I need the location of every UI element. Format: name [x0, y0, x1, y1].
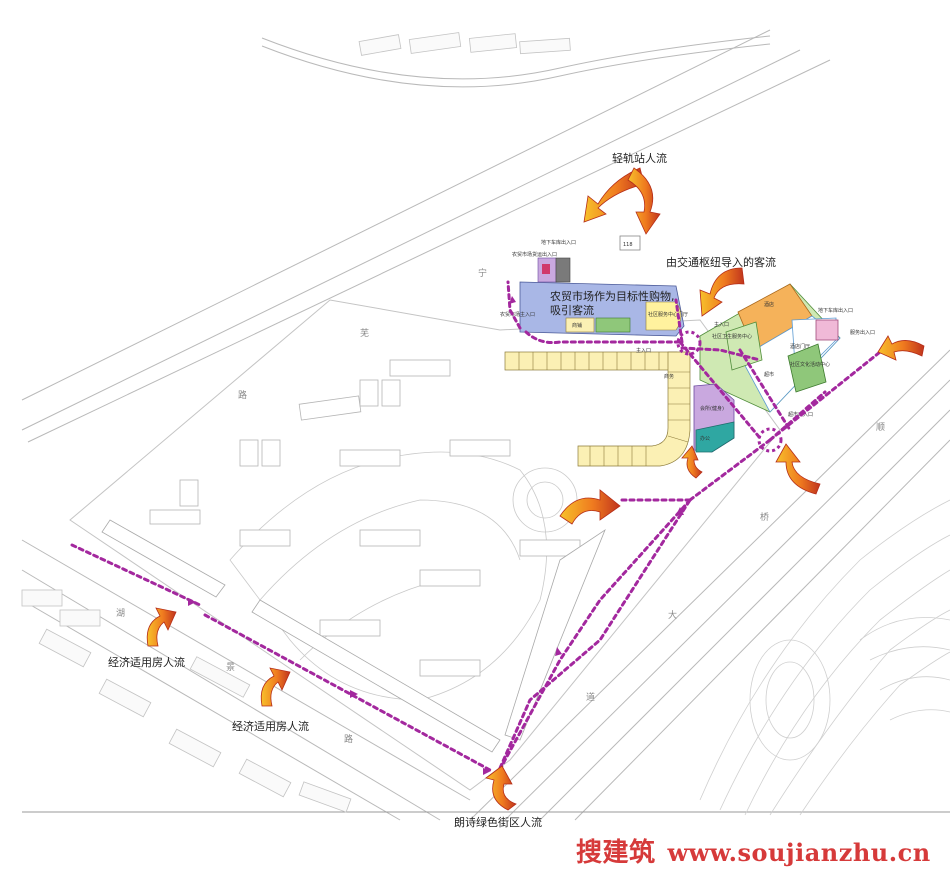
flow-paths [70, 280, 882, 772]
building-labels: 地下车库出入口 农贸市场货运出入口 农贸市场主入口 社区服务中心门厅 商铺 主入… [500, 239, 875, 442]
shop-strip-curve-dividers [589, 371, 690, 466]
shop-strip-curve [577, 351, 691, 467]
road-west-char-3: 路 [344, 733, 353, 745]
context-roads [21, 29, 950, 821]
label-restaurant: 酒店门厅 [790, 343, 810, 350]
label-community-service: 社区服务中心门厅 [648, 311, 688, 318]
residential-blocks [149, 359, 581, 677]
watermark-url: www.soujianzhu.cn [667, 838, 931, 867]
market-note-line2: 吸引客流 [550, 303, 594, 317]
context-buildings [21, 32, 571, 813]
transit-hub-flow-label: 由交通枢纽导入的客流 [666, 255, 776, 269]
road-south-char-2: 桥 [760, 511, 769, 523]
label-school-entry: 主入口 [714, 321, 729, 328]
fitness-block [693, 383, 735, 453]
affordable-flow-label-upper: 经济适用房人流 [108, 655, 185, 669]
light-rail-arrows [583, 167, 661, 235]
shop-strip-north [504, 351, 678, 371]
label-fitness: 会所(健身) [700, 405, 724, 412]
flow-direction-markers [188, 296, 684, 775]
ne-commercial-complex [699, 283, 841, 413]
label-parking-right: 地下车库出入口 [818, 307, 853, 314]
label-market-entry: 农贸市场主入口 [500, 311, 535, 318]
label-office: 办公 [700, 435, 710, 442]
label-metro-entry-top: 地下车库出入口 [541, 239, 576, 246]
road-south-char-1: 顺 [876, 422, 885, 433]
transit-hub-arrow [699, 267, 745, 317]
farmers-market [519, 257, 685, 337]
central-arrow [559, 489, 621, 525]
flow-nodes [676, 330, 783, 453]
fitness-entry-arrow [681, 445, 703, 479]
topographic-contours [699, 499, 950, 816]
affordable-arrow-upper [146, 607, 177, 647]
affordable-arrow-lower [260, 667, 291, 707]
road-west-char-1: 湖 [116, 608, 125, 619]
road-name-labels: 宁 芜 路 顺 桥 大 道 湖 景 路 [116, 267, 885, 745]
road-south-char-4: 道 [586, 691, 595, 703]
road-west-char-2: 景 [226, 662, 235, 673]
label-culture: 社区文化活动中心 [790, 361, 830, 368]
langshi-arrow [485, 765, 517, 811]
shop-strip-north-dividers [518, 352, 660, 370]
label-supermarket: 超市 [764, 371, 774, 378]
market-note-line1: 农贸市场作为目标性购物, [550, 289, 675, 303]
east-arrow [877, 335, 925, 361]
watermark: 搜建筑 www.soujianzhu.cn [576, 832, 931, 869]
label-market-freight: 农贸市场货运出入口 [512, 251, 557, 258]
road-north-char-3: 路 [238, 389, 247, 401]
road-north-char-1: 宁 [478, 267, 487, 279]
west-edge-shops [101, 519, 606, 753]
flow-labels: 轻轨站人流 由交通枢纽导入的客流 农贸市场作为目标性购物, 吸引客流 经济适用房… [108, 151, 776, 829]
road-marker-label: 118 [623, 242, 633, 248]
southeast-arrow [775, 443, 821, 495]
road-south-char-3: 大 [668, 609, 677, 621]
label-hotel: 酒店 [764, 301, 774, 308]
langshi-flow-label: 朗诗绿色街区人流 [454, 815, 542, 829]
affordable-flow-label-lower: 经济适用房人流 [232, 719, 309, 733]
label-service-entry: 服务出入口 [850, 329, 875, 336]
label-sales: 商务 [664, 373, 674, 380]
light-rail-flow-label: 轻轨站人流 [612, 151, 667, 165]
label-main-entry: 主入口 [636, 347, 651, 354]
label-shops: 商铺 [572, 322, 582, 329]
watermark-cn: 搜建筑 [576, 838, 656, 868]
road-north-char-2: 芜 [360, 327, 369, 339]
road-marker: 118 [619, 235, 641, 251]
label-clinic: 社区卫生服务中心 [712, 333, 752, 340]
